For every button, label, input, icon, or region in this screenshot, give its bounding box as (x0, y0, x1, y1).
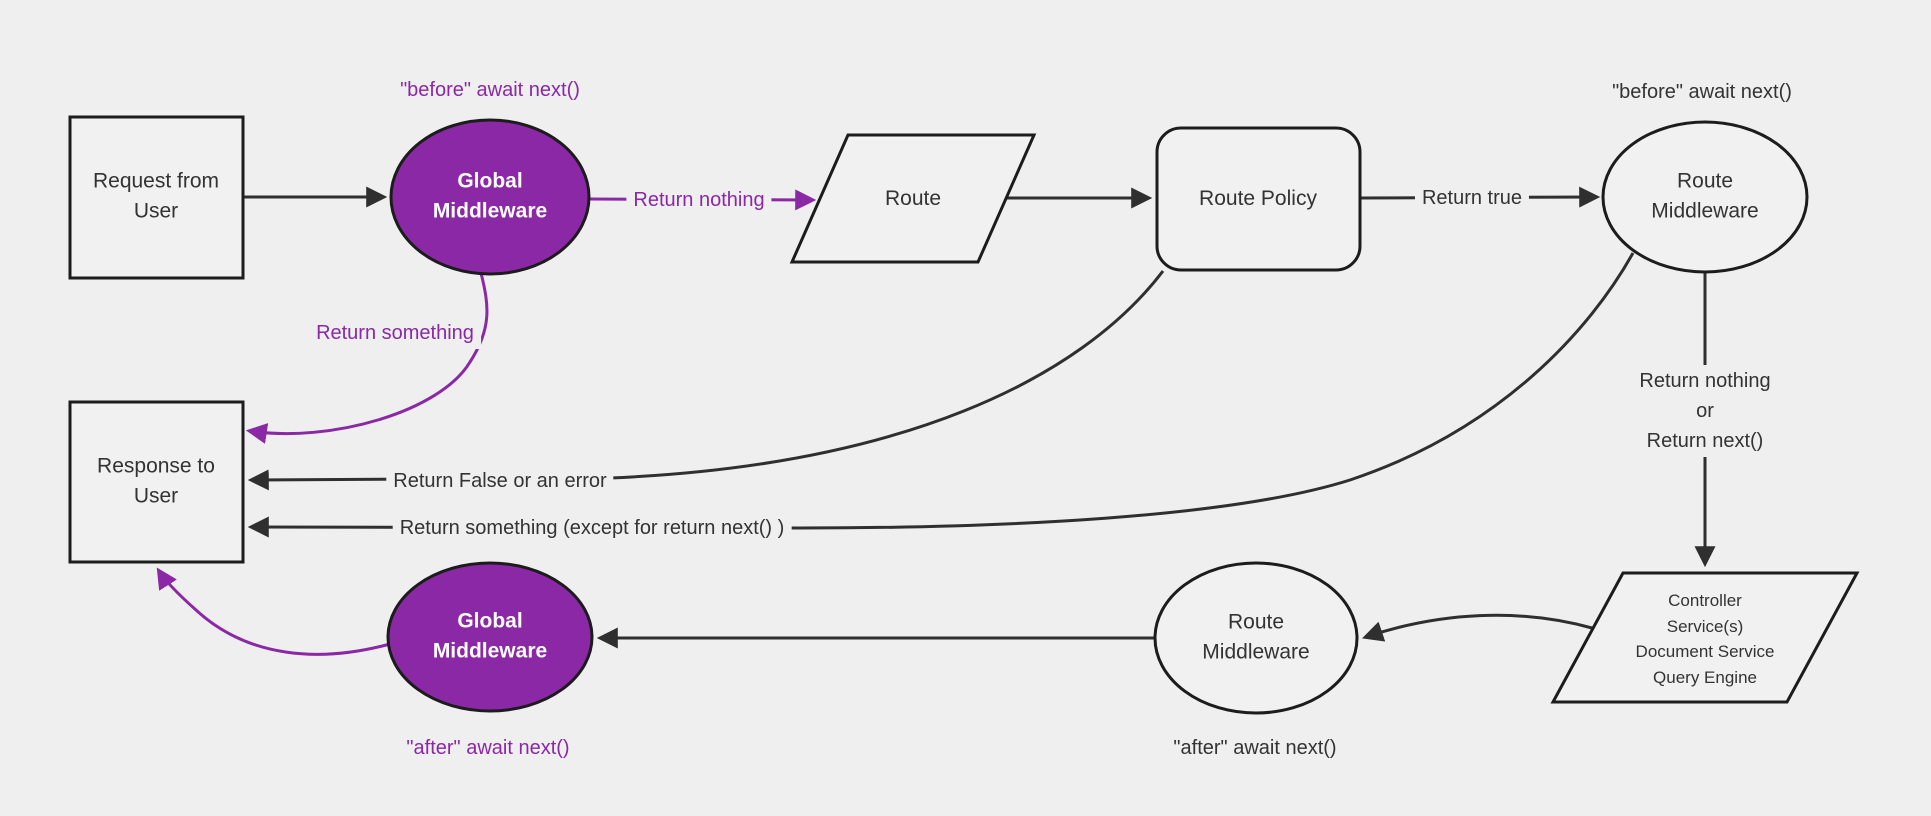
edge-global-middleware-return-something-to-response (245, 272, 489, 444)
route-node-shape (789, 133, 1037, 264)
route-middleware-bottom-node-shape (1153, 561, 1359, 715)
edge-global-middleware-to-route (588, 189, 817, 211)
global-middleware-top-node-shape (389, 118, 591, 276)
edges-dark (243, 186, 1716, 649)
edge-route-policy-to-route-middleware (1359, 186, 1601, 208)
edge-route-policy-to-response (247, 270, 1165, 491)
edge-controller-to-route-middleware-bottom (1362, 613, 1593, 642)
route-policy-node-shape (1155, 126, 1362, 272)
edge-route-middleware-to-response (247, 252, 1635, 538)
request-node-shape (68, 115, 245, 280)
route-middleware-top-node-shape (1601, 120, 1809, 274)
response-node-shape (68, 400, 245, 564)
global-middleware-bottom-node-shape (386, 561, 594, 713)
edge-global-middleware-bottom-to-response (156, 567, 391, 656)
controller-node-shape (1550, 571, 1860, 704)
